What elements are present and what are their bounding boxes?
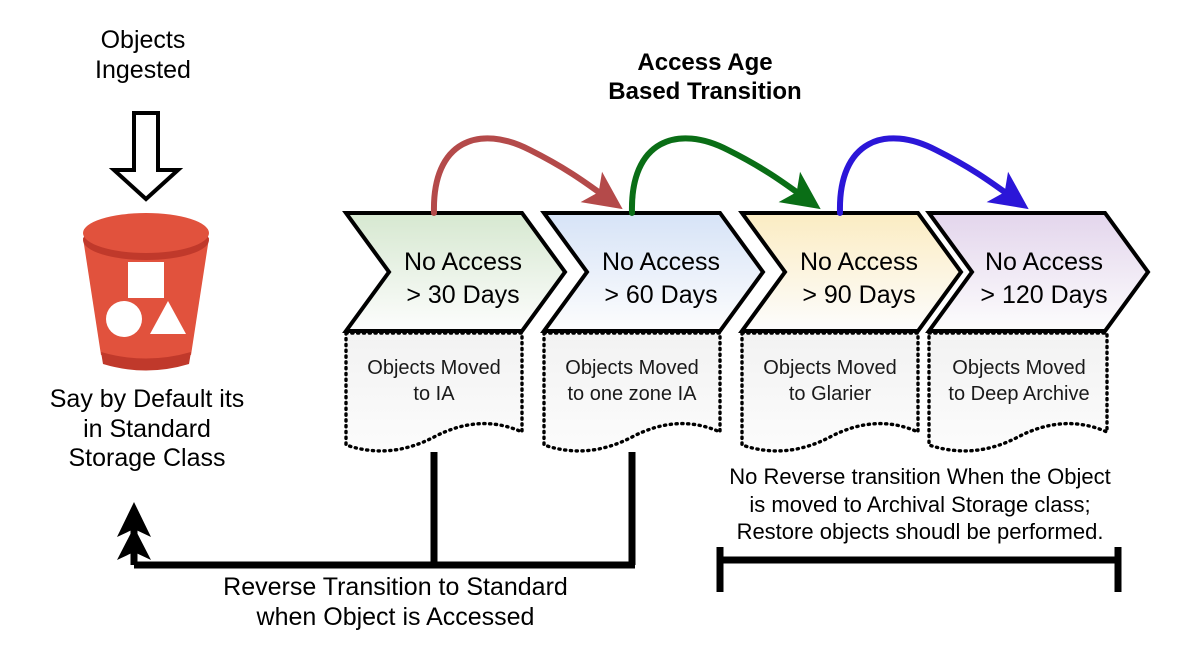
document-label-stage-120: Objects Moved to Deep Archive: [948, 357, 1090, 406]
objects-ingested-label: Objects Ingested: [95, 26, 191, 84]
chevron-label-stage-120: No Access > 120 Days: [980, 248, 1108, 309]
transition-arrow-red: [430, 135, 623, 216]
transition-arrow-blue: [836, 135, 1029, 216]
document-stage-90: [740, 331, 920, 453]
document-stage-30: [344, 331, 524, 453]
document-stage-120: [927, 331, 1109, 453]
chevron-stage-30: [342, 211, 568, 333]
chevron-stage-90: [738, 211, 964, 333]
s3-bucket-icon: [83, 213, 209, 371]
document-label-stage-90: Objects Moved to Glarier: [763, 357, 897, 406]
chevron-label-stage-60: No Access > 60 Days: [601, 248, 721, 309]
document-label-stage-60: Objects Moved to one zone IA: [565, 357, 699, 406]
reverse-transition-note: Reverse Transition to Standard when Obje…: [223, 573, 568, 631]
chevron-stage-60: [540, 211, 766, 333]
arrow-up-icon: [117, 502, 151, 560]
document-stage-60: [542, 331, 722, 453]
arrow-down-icon: [108, 111, 184, 202]
transition-arrow-green: [628, 135, 821, 216]
page-title: Access Age Based Transition: [608, 49, 802, 106]
default-storage-note: Say by Default its in Standard Storage C…: [49, 385, 245, 472]
no-reverse-transition-note: No Reverse transition When the Object is…: [729, 464, 1111, 544]
chevron-label-stage-90: No Access > 90 Days: [799, 248, 919, 309]
document-label-stage-30: Objects Moved to IA: [367, 357, 501, 406]
chevron-label-stage-30: No Access > 30 Days: [403, 248, 523, 309]
archival-span-bracket: [716, 547, 1122, 592]
chevron-stage-120: [925, 211, 1151, 333]
